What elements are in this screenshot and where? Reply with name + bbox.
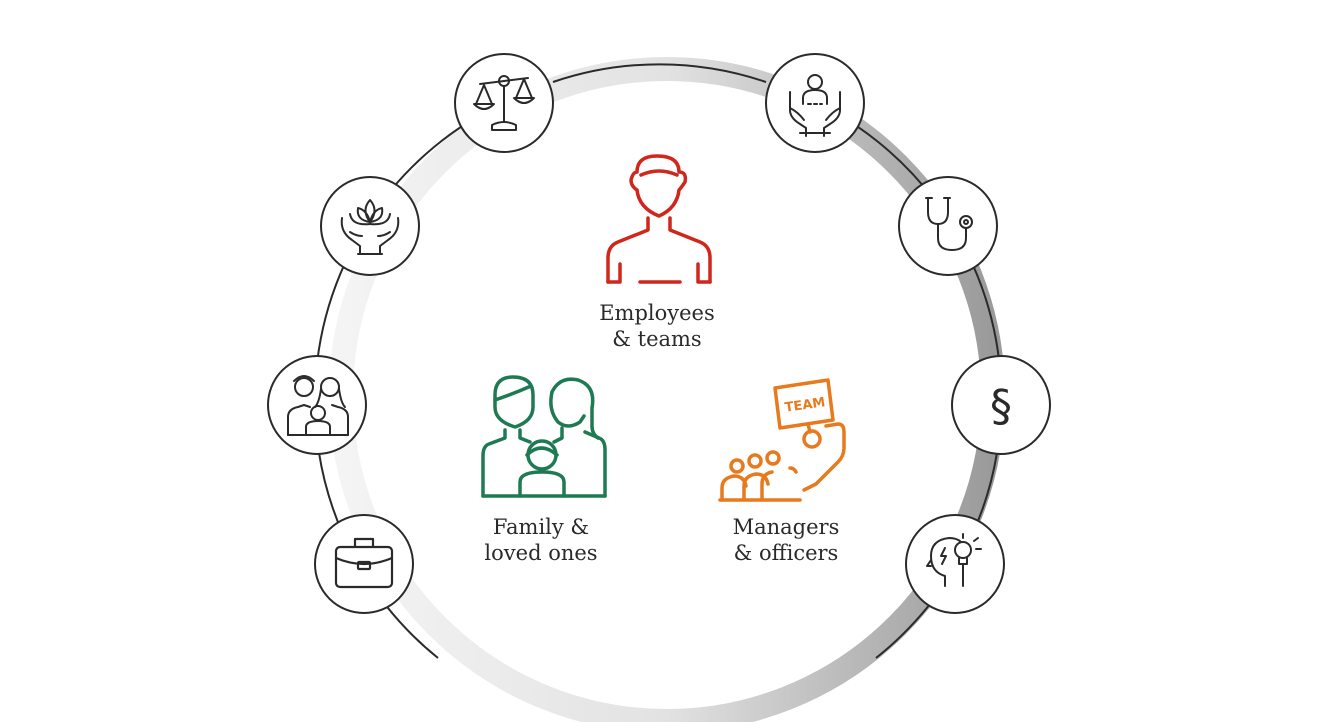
family-group-icon: [481, 375, 607, 498]
family-icon: [267, 355, 367, 455]
employees-label-line2: & teams: [612, 327, 702, 351]
managers-officers-label: Managers & officers: [696, 514, 876, 566]
svg-text:§: §: [990, 381, 1012, 432]
stethoscope-icon: [898, 176, 998, 276]
lotus-in-hands-icon: [320, 176, 420, 276]
caring-hands-person-icon: [765, 53, 865, 153]
team-sign-text: TEAM: [784, 395, 826, 416]
scales-of-justice-icon: [454, 53, 554, 153]
section-sign-icon: §: [951, 355, 1051, 455]
employee-icon: [606, 154, 712, 284]
managers-label-line1: Managers: [732, 515, 840, 539]
briefcase-icon: [314, 514, 414, 614]
managers-label-line2: & officers: [733, 541, 839, 565]
top-dark-arc: [552, 63, 767, 83]
team-managers-icon: TEAM: [718, 378, 846, 502]
employees-label-line1: Employees: [599, 301, 715, 325]
outer-gray-ring: [329, 57, 1005, 722]
family-loved-ones-label: Family & loved ones: [451, 514, 631, 566]
family-label-line2: loved ones: [484, 541, 598, 565]
employees-teams-label: Employees & teams: [567, 300, 747, 352]
mind-idea-icon: [905, 514, 1005, 614]
family-label-line1: Family &: [492, 515, 590, 539]
